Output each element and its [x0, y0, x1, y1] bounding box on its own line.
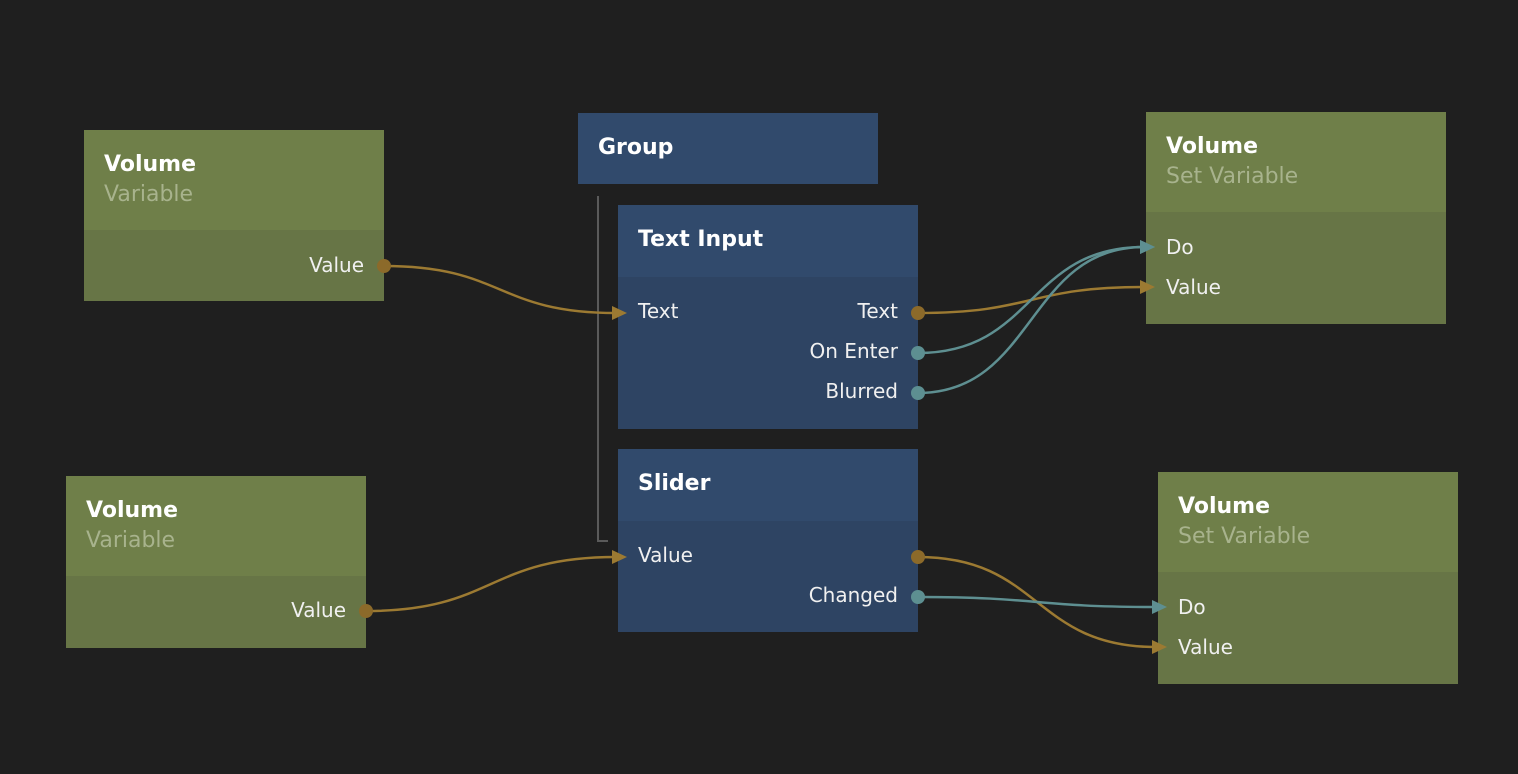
node-body: Value Changed	[618, 521, 918, 632]
node-body: Value	[66, 576, 366, 648]
wire-signal[interactable]	[917, 245, 1145, 395]
node-subtitle: Variable	[86, 528, 176, 553]
wire-signal[interactable]	[917, 245, 1145, 355]
wire-signal[interactable]	[917, 595, 1157, 609]
node-header: Volume Set Variable	[1158, 472, 1458, 572]
port-label-value: Value	[291, 598, 346, 622]
variable-node-volume-1[interactable]: Volume Variable Value	[84, 130, 384, 301]
text-input-node[interactable]: Text Input Text Text On Enter Blurred	[618, 205, 918, 429]
node-title: Volume	[104, 152, 196, 177]
port-label-value-in: Value	[638, 543, 693, 567]
port-label-value-in: Value	[1166, 275, 1221, 299]
node-body: Text Text On Enter Blurred	[618, 277, 918, 429]
variable-node-volume-2[interactable]: Volume Variable Value	[66, 476, 366, 648]
port-label-on-enter: On Enter	[809, 339, 898, 363]
node-subtitle: Set Variable	[1178, 524, 1311, 549]
wire-data[interactable]	[917, 285, 1145, 315]
node-subtitle: Variable	[104, 182, 194, 207]
set-variable-node-volume-2[interactable]: Volume Set Variable Do Value	[1158, 472, 1458, 684]
node-title: Group	[598, 135, 674, 160]
node-title: Volume	[1166, 134, 1258, 159]
slider-node[interactable]: Slider Value Changed	[618, 449, 918, 632]
node-title: Volume	[86, 498, 178, 523]
wire-data[interactable]	[917, 555, 1157, 649]
port-label-value-in: Value	[1178, 635, 1233, 659]
node-subtitle: Set Variable	[1166, 164, 1299, 189]
port-label-value: Value	[309, 253, 364, 277]
node-title: Volume	[1178, 494, 1270, 519]
port-label-blurred: Blurred	[825, 379, 898, 403]
set-variable-node-volume-1[interactable]: Volume Set Variable Do Value	[1146, 112, 1446, 324]
node-header: Text Input	[618, 205, 918, 277]
wire-data[interactable]	[365, 555, 617, 613]
port-label-do: Do	[1166, 235, 1194, 259]
port-label-do: Do	[1178, 595, 1206, 619]
port-label-text-out: Text	[857, 299, 898, 323]
node-header: Volume Variable	[66, 476, 366, 576]
node-title: Slider	[638, 471, 711, 496]
node-header: Slider	[618, 449, 918, 521]
port-label-changed: Changed	[808, 583, 898, 607]
node-header: Volume Variable	[84, 130, 384, 230]
node-body: Do Value	[1158, 572, 1458, 684]
wire-data[interactable]	[383, 264, 617, 315]
port-label-text-in: Text	[638, 299, 679, 323]
node-title: Text Input	[638, 227, 764, 252]
node-header: Volume Set Variable	[1146, 112, 1446, 212]
node-body: Value	[84, 230, 384, 301]
group-bracket	[597, 196, 608, 542]
node-body: Do Value	[1146, 212, 1446, 324]
group-node[interactable]: Group	[578, 113, 878, 184]
